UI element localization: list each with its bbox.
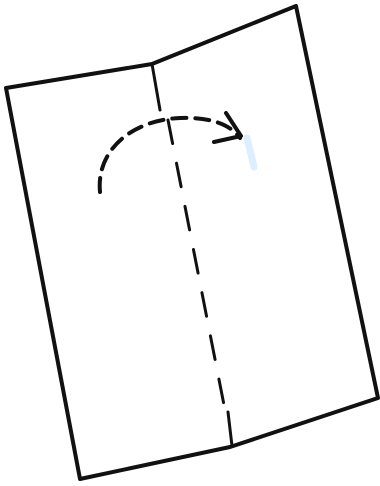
paper-sheet-outline — [6, 6, 378, 479]
